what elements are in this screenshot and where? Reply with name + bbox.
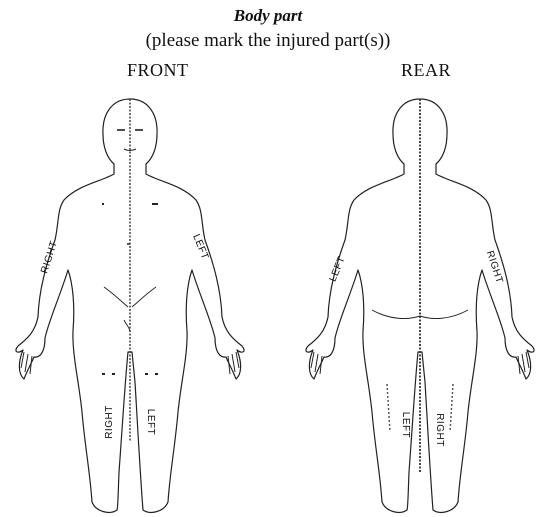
rear-leg-right-label: RIGHT <box>434 413 445 447</box>
rear-leg-left-label: LEFT <box>400 412 411 438</box>
front-leg-right-label: RIGHT <box>104 405 115 439</box>
front-body-figure <box>16 99 244 512</box>
front-leg-left-label: LEFT <box>145 409 156 435</box>
rear-body-figure <box>306 99 534 512</box>
